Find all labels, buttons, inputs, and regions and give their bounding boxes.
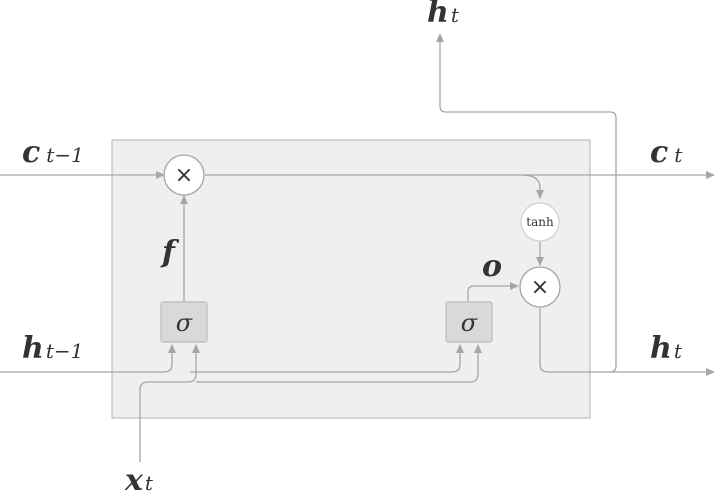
output-multiply-node: × (519, 266, 561, 308)
forget-multiply-node: × (163, 154, 205, 196)
label-output-gate: o (482, 249, 502, 284)
cell-to-tanh-line (521, 174, 544, 199)
forget-sigma-gate: σ (160, 301, 208, 343)
output-sigma-gate: σ (445, 301, 493, 343)
tanh-node: tanh (520, 202, 560, 242)
x-to-output-gate-line (196, 344, 482, 383)
output-h-top-line (436, 33, 617, 373)
output-sigma-symbol: σ (461, 309, 478, 337)
forget-multiply-symbol: × (175, 163, 193, 188)
output-h-line (539, 308, 715, 376)
h-prev-to-output-gate-line (190, 344, 464, 373)
x-input-line (139, 344, 200, 462)
h-prev-input-line (0, 344, 176, 373)
output-multiply-symbol: × (531, 275, 549, 300)
output-gate-line (467, 282, 519, 302)
tanh-label: tanh (526, 215, 554, 229)
forget-sigma-symbol: σ (176, 309, 193, 337)
